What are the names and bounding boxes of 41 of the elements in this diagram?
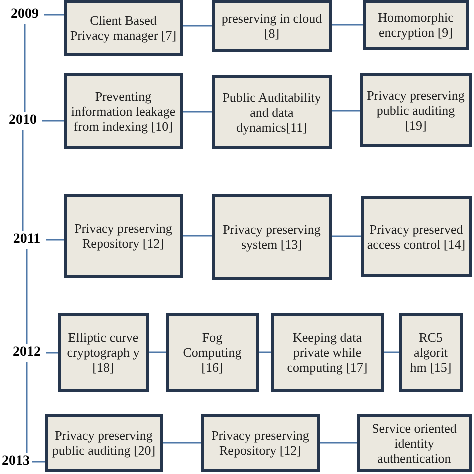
year-label: 2010 [4, 112, 42, 130]
connector-line [332, 110, 360, 112]
topic-box: Keeping data private while computing [17] [271, 313, 384, 392]
connector-line [384, 352, 399, 354]
topic-box: Privacy preserving public auditing [19] [360, 73, 472, 147]
timeline-line [24, 24, 26, 112]
year-label: 2009 [6, 6, 44, 24]
topic-box: RC5 algorit hm [15] [399, 313, 463, 392]
year-label: 2013 [0, 453, 32, 471]
timeline-line [26, 249, 28, 344]
connector-line [46, 352, 58, 354]
connector-line [163, 442, 201, 444]
connector-line [32, 461, 45, 463]
topic-box: Service oriented identity authentication [357, 414, 472, 472]
topic-box: preserving in cloud [8] [212, 0, 332, 52]
topic-box: Client Based Privacy manager [7] [64, 0, 183, 56]
timeline-line [26, 362, 28, 453]
connector-line [44, 14, 64, 16]
topic-box: Preventing information leakage from indexing [10] [64, 73, 183, 149]
topic-box: Privacy preserving Repository [12] [64, 194, 183, 278]
connector-line [332, 24, 363, 26]
topic-box: Privacy preserved access control [14] [361, 196, 472, 277]
topic-box: Privacy preserving public auditing [20] [45, 414, 163, 472]
topic-box: Fog Computing [16] [166, 313, 259, 392]
connector-line [259, 352, 271, 354]
topic-box: Privacy preserving system [13] [212, 194, 332, 280]
connector-line [183, 235, 212, 237]
connector-line [149, 352, 166, 354]
topic-box: Privacy preserving Repository [12] [201, 414, 320, 472]
connector-line [320, 442, 357, 444]
connector-line [46, 239, 64, 241]
year-label: 2012 [8, 344, 46, 362]
connector-line [42, 120, 64, 122]
timeline-line [22, 130, 24, 231]
connector-line [183, 111, 212, 113]
connector-line [183, 25, 212, 27]
topic-box: Elliptic curve cryptograph y [18] [58, 313, 149, 392]
topic-box: Homomorphic encryption [9] [363, 0, 469, 50]
topic-box: Public Auditability and data dynamics[11] [212, 75, 332, 149]
year-label: 2011 [8, 231, 46, 249]
connector-line [332, 236, 361, 238]
